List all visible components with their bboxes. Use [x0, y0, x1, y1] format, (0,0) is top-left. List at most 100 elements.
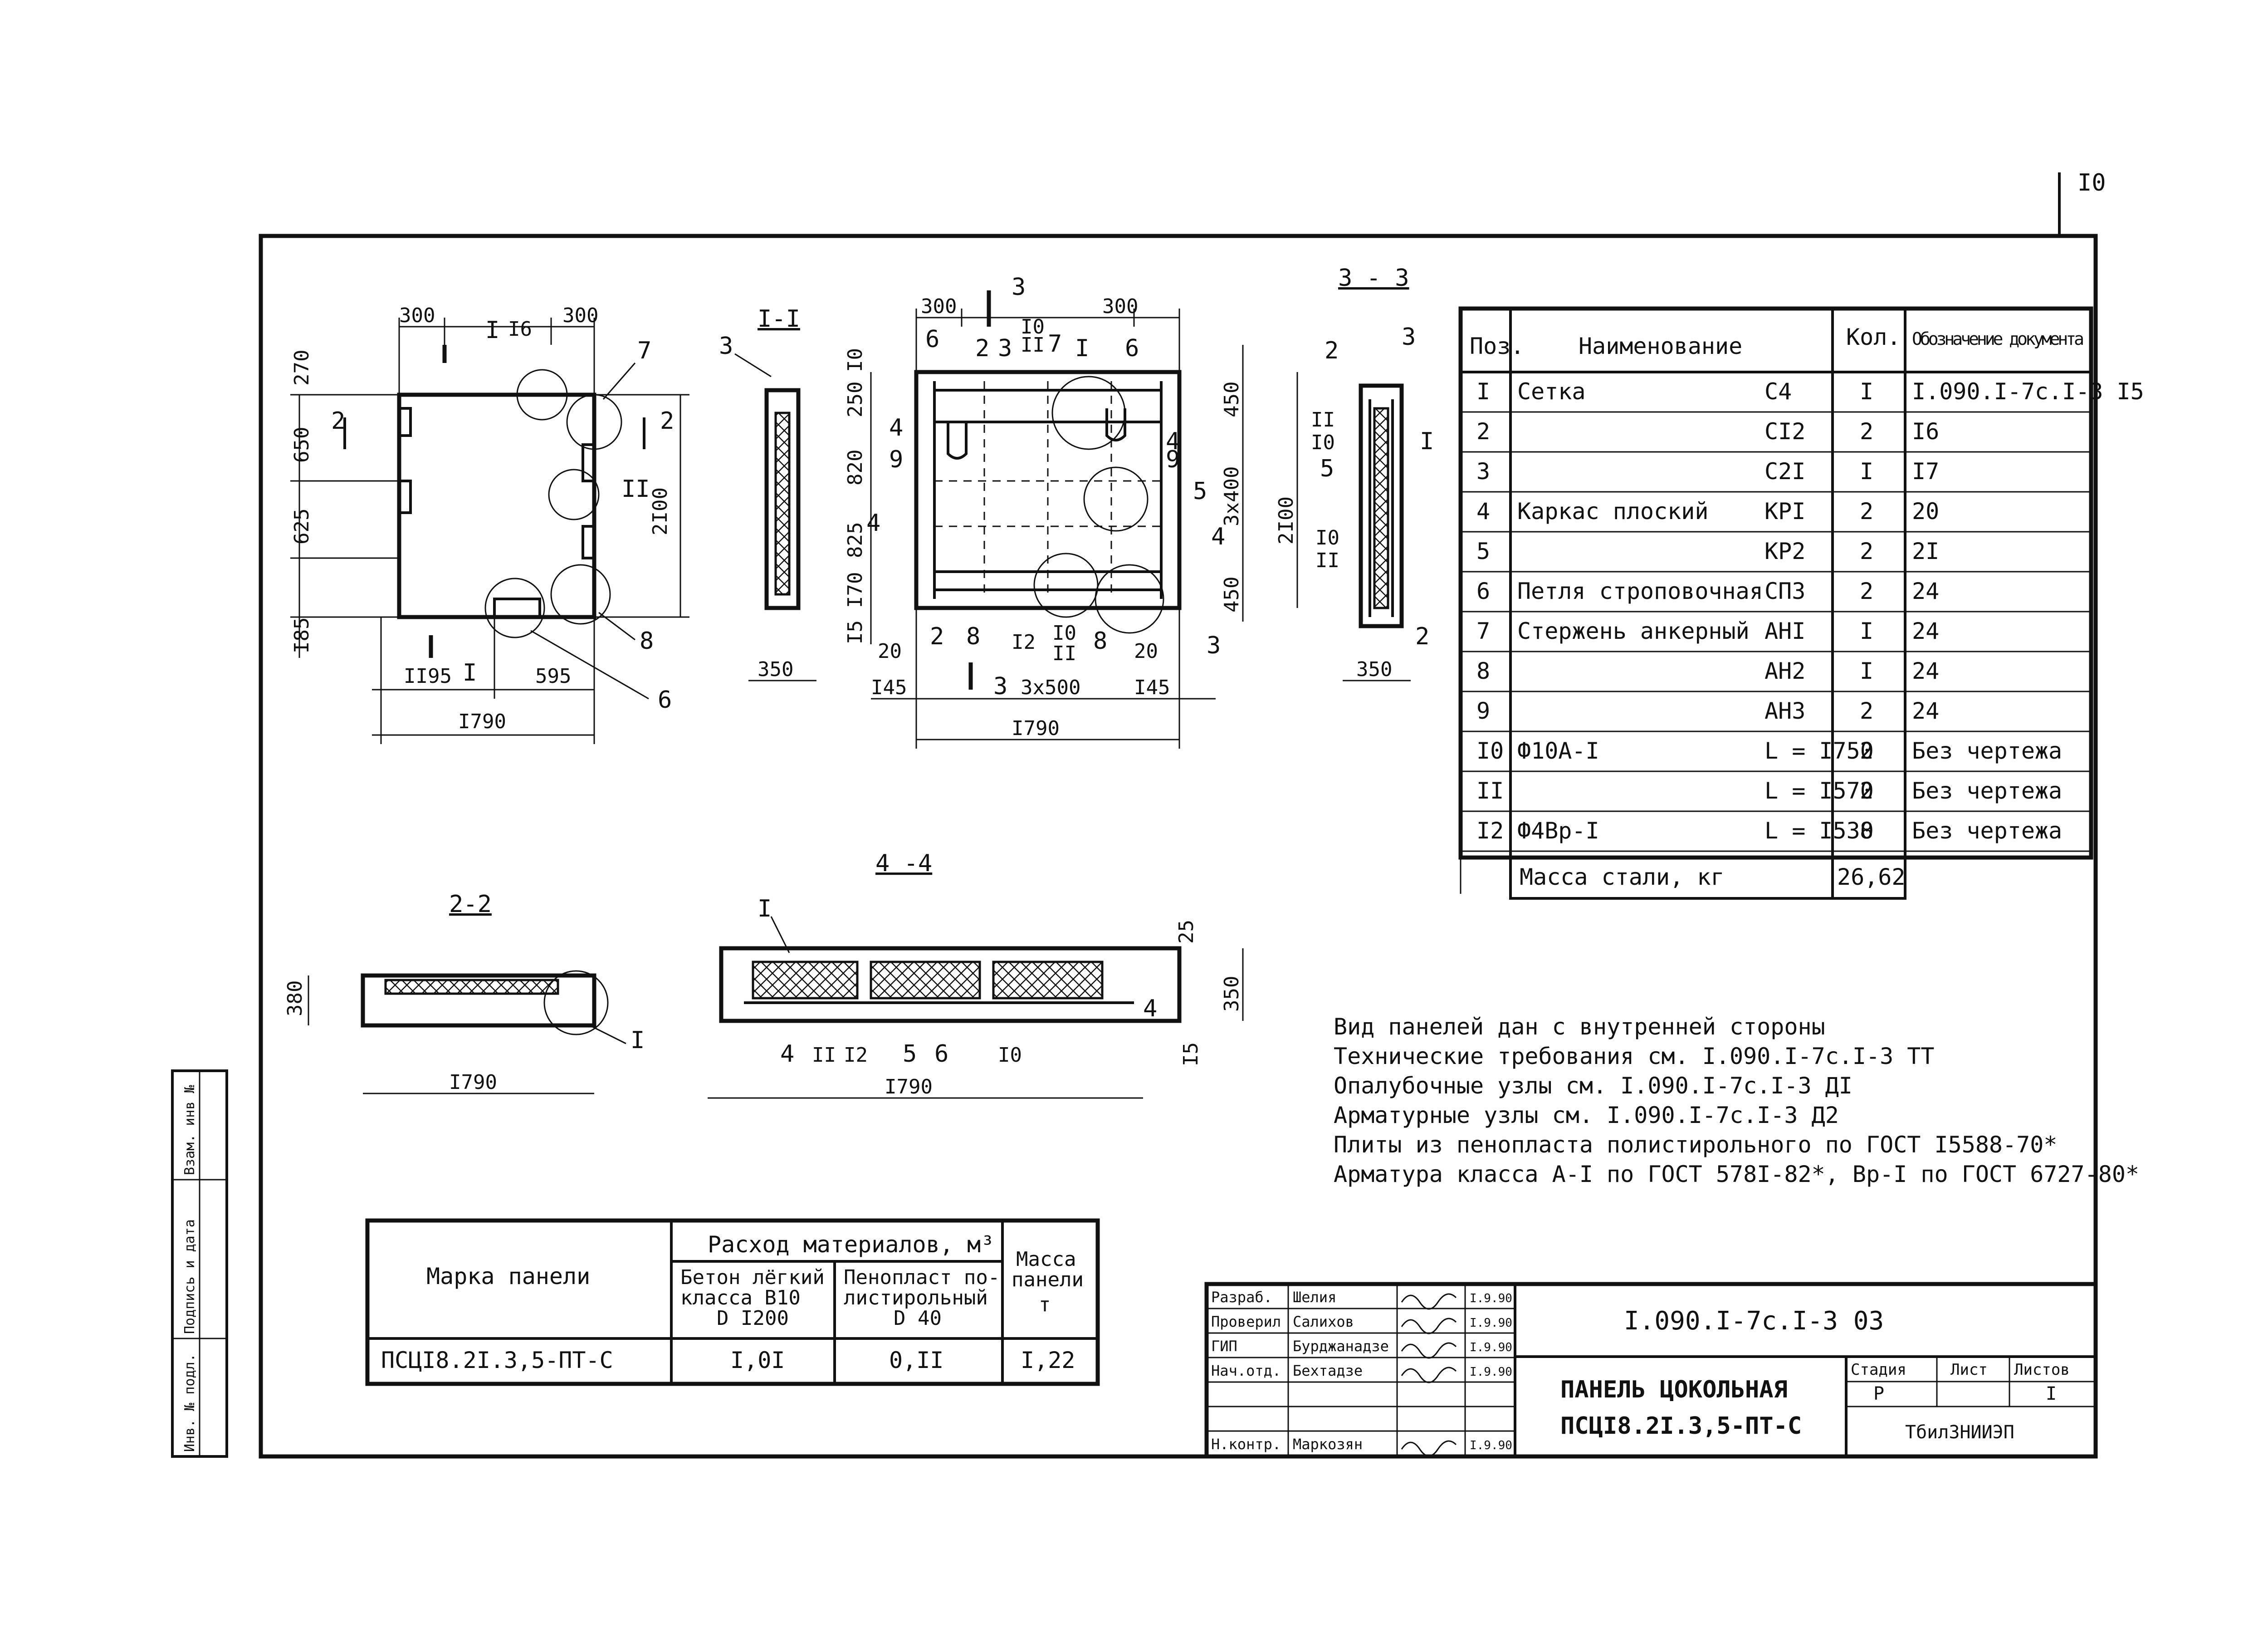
spec-cell-name: Сетка: [1517, 378, 1586, 405]
spec-cell-qty: I: [1860, 658, 1873, 684]
rebar-dim-top-left: 300: [921, 295, 957, 318]
section-3-label-3: 3: [1402, 324, 1416, 351]
section-4-bottom-6: 6: [934, 1040, 948, 1068]
spec-cell-doc: 24: [1912, 618, 1939, 644]
materials-row-mark: ПСЦI8.2I.3,5-ПТ-С: [381, 1347, 613, 1373]
rebar-bottom-20r: 20: [1134, 640, 1158, 663]
rebar-dim-left-4: 825: [844, 522, 867, 558]
rebar-right-label-4b: 4: [1211, 523, 1225, 550]
section-3-label-i0: I0: [1311, 431, 1335, 454]
section-1-1: I-I 3 350: [719, 305, 816, 681]
front-dim-left-4: I85: [290, 618, 313, 653]
page-number: I0: [2077, 169, 2106, 196]
spec-cell-name: Петля строповочная: [1517, 578, 1763, 604]
rebar-dim-right-1: 450: [1220, 382, 1243, 417]
materials-col-mark: Марка панели: [426, 1263, 590, 1289]
front-dim-bottom-2: 595: [535, 665, 571, 688]
spec-header-doc: Обозначение документа: [1912, 329, 2084, 349]
rebar-right-label-9: 9: [1166, 446, 1180, 473]
section-4-right-label: 4: [1143, 995, 1157, 1022]
rebar-bottom-2: 2: [930, 623, 944, 650]
title-block-date: I.9.90: [1470, 1365, 1512, 1379]
section-2-title: 2-2: [449, 891, 492, 918]
rebar-left-label-9: 9: [889, 446, 903, 473]
rebar-bottom-8r: 8: [1093, 627, 1107, 655]
rebar-left-label-4a: 4: [889, 414, 903, 441]
rebar-dim-left-5: I70: [844, 572, 867, 608]
spec-header-pos: Поз.: [1470, 333, 1524, 359]
title-block-date: I.9.90: [1470, 1341, 1512, 1354]
callout-circle-8: [550, 564, 611, 625]
spec-cell-pos: 6: [1476, 578, 1490, 604]
spec-cell-pos: 8: [1476, 658, 1490, 684]
front-dim-top-right: 300: [562, 304, 598, 327]
spec-cell-pos: II: [1476, 778, 1504, 804]
rebar-dim-left-2: 250: [844, 382, 867, 417]
materials-row-foam: 0,II: [889, 1347, 943, 1373]
section-4-title: 4 -4: [875, 850, 932, 877]
section-1-callout: 3: [719, 333, 733, 360]
title-block-role: Нач.отд.: [1211, 1362, 1281, 1379]
section-2-callout: I: [631, 1027, 645, 1054]
spec-cell-doc: 24: [1912, 698, 1939, 724]
rebar-dim-top-ii: II: [1021, 333, 1045, 357]
section-3-label-2b: 2: [1415, 623, 1429, 650]
front-dim-right: 2I00: [649, 487, 672, 535]
spec-cell-name: Каркас плоский: [1517, 498, 1708, 525]
signature-scribble: [1401, 1342, 1457, 1359]
note-5: Плиты из пенопласта полистирольного по Г…: [1334, 1132, 2057, 1158]
sheet-frame: [259, 234, 2098, 1459]
spec-cell-name: Ф10А-I: [1517, 738, 1599, 764]
spec-header-qty: Кол.: [1846, 324, 1901, 350]
front-section-mark-2l: 2: [331, 407, 345, 435]
spec-total-label: Масса стали, кг: [1520, 864, 1725, 890]
rebar-label-2: 2: [975, 335, 989, 362]
section-4-bottom-ii: II: [812, 1044, 836, 1067]
spec-cell-qty: 2: [1860, 418, 1873, 445]
title-block-title-2: ПСЦI8.2I.3,5-ПТ-С: [1560, 1412, 1802, 1440]
front-section-mark-1b: I: [463, 659, 477, 686]
spec-cell-qty: I: [1860, 618, 1873, 644]
front-dim-top-left: 300: [399, 304, 435, 327]
materials-concrete-3: D I200: [717, 1307, 789, 1330]
section-4-4: 4 -4 I 25 350 4 I5 4 II I2 5 6 I0 I790: [708, 850, 1244, 1099]
rebar-label-3: 3: [998, 335, 1012, 362]
title-block-date: I.9.90: [1470, 1316, 1512, 1330]
spec-cell-code: КРI: [1765, 498, 1805, 525]
title-block-sheets-label: Листов: [2014, 1361, 2070, 1379]
rebar-dim-right-2: 3x400: [1220, 466, 1243, 526]
rebar-dim-left-6: I5: [844, 620, 867, 644]
spec-cell-doc: Без чертежа: [1912, 818, 2062, 844]
section-3-label-2: 2: [1325, 337, 1339, 364]
materials-foam-1: Пенопласт по-: [844, 1266, 1000, 1289]
spec-cell-code: АНI: [1765, 618, 1805, 644]
materials-mass-2: панели: [1012, 1268, 1084, 1291]
front-dim-bottom-3: I790: [458, 710, 506, 733]
section-3-label-iib: II: [1315, 549, 1339, 572]
front-section-mark-1: I: [485, 317, 499, 344]
rebar-dim-right-3: 450: [1220, 577, 1243, 613]
section-3-label-1: I: [1420, 428, 1434, 455]
spec-cell-code: L = I570: [1765, 778, 1874, 804]
spec-cell-doc: 20: [1912, 498, 1939, 525]
spec-cell-doc: I7: [1912, 458, 1939, 485]
spec-cell-qty: I: [1860, 378, 1873, 405]
title-block-date: I.9.90: [1470, 1292, 1512, 1305]
title-block-name: Бурджанадзе: [1293, 1338, 1389, 1355]
front-dim-left-2: 650: [290, 427, 313, 463]
front-dim-bottom-1: II95: [404, 665, 452, 688]
front-dim-top-mid: I6: [508, 318, 532, 341]
section-4-height: 350: [1220, 976, 1243, 1012]
section-4-bottom-4: 4: [780, 1040, 794, 1068]
rebar-bottom-8l: 8: [966, 623, 980, 650]
section-3-title: 3 - 3: [1338, 265, 1409, 292]
section-3-label-i0b: I0: [1315, 526, 1339, 549]
spec-cell-pos: 3: [1476, 458, 1490, 485]
title-block-stage-label: Стадия: [1851, 1361, 1906, 1379]
rebar-dim-top-right: 300: [1102, 295, 1138, 318]
spec-cell-code: АН3: [1765, 698, 1805, 724]
section-2-height: 380: [284, 980, 307, 1016]
materials-table: Марка панели Расход материалов, м³ Бетон…: [365, 1218, 1100, 1386]
rebar-dim-left-1: I0: [844, 348, 867, 372]
